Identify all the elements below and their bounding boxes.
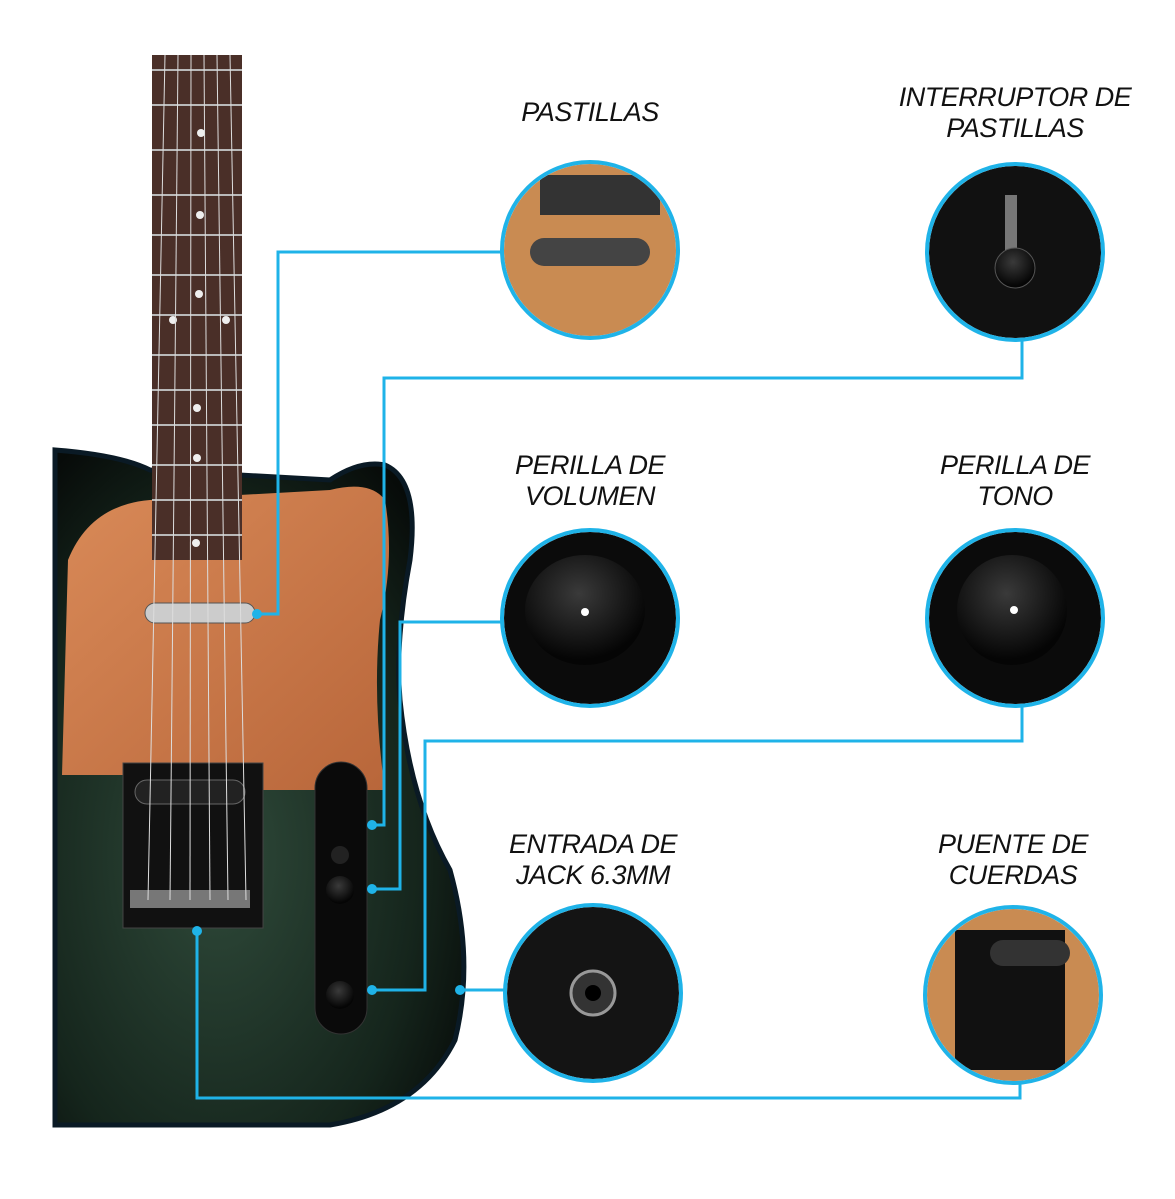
pickguard (62, 486, 389, 790)
label-line: ENTRADA DE (508, 829, 678, 859)
label-line: PERILLA DE (514, 450, 666, 480)
volume-knob-detail-image (500, 528, 680, 708)
label-line: CUERDAS (948, 860, 1078, 890)
leader-line-bridge (195, 931, 1022, 1100)
pickups-detail-image (500, 160, 680, 340)
label-line: PASTILLAS (946, 113, 1084, 143)
leader-lines (195, 250, 1024, 1100)
pickup-switch (331, 846, 349, 864)
switch-detail-image (925, 162, 1105, 342)
label-line: VOLUMEN (524, 481, 656, 511)
strings (147, 54, 247, 901)
label-pickups: PASTILLAS (460, 97, 720, 128)
label-line: JACK 6.3MM (515, 860, 671, 890)
label-line: TONO (977, 481, 1053, 511)
volume-knob (326, 876, 354, 904)
neck-pickup (144, 602, 256, 624)
leader-line-pickups (257, 250, 502, 616)
fret-inlays (169, 129, 230, 547)
leader-dots (192, 609, 465, 995)
bridge-detail-image (923, 905, 1103, 1085)
frets (152, 69, 242, 536)
leader-line-volume (372, 620, 503, 891)
label-line: PERILLA DE (939, 450, 1091, 480)
tone-knob (326, 981, 354, 1009)
leader-line-tone (372, 706, 1024, 992)
tone-knob-detail-image (925, 528, 1105, 708)
leader-line-switch (372, 340, 1024, 827)
jack-detail-image (503, 903, 683, 1083)
guitar-neck (152, 55, 242, 560)
label-line: PASTILLAS (521, 97, 659, 127)
label-line: PUENTE DE (937, 829, 1089, 859)
label-line: INTERRUPTOR DE (898, 82, 1132, 112)
